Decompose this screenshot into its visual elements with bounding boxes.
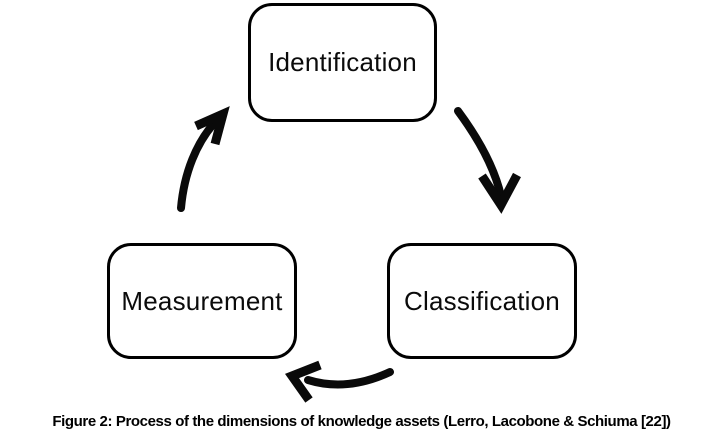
- node-classification-label: Classification: [404, 285, 560, 316]
- figure-caption: Figure 2: Process of the dimensions of k…: [52, 413, 671, 430]
- arrow-identification-to-classification: [454, 107, 521, 214]
- arrow-classification-to-measurement: [285, 360, 394, 403]
- arrow-measurement-to-identification: [177, 106, 230, 212]
- node-identification: Identification: [248, 3, 437, 122]
- node-classification: Classification: [387, 243, 577, 359]
- node-identification-label: Identification: [268, 47, 417, 77]
- node-measurement-label: Measurement: [121, 285, 283, 316]
- node-measurement: Measurement: [107, 243, 297, 359]
